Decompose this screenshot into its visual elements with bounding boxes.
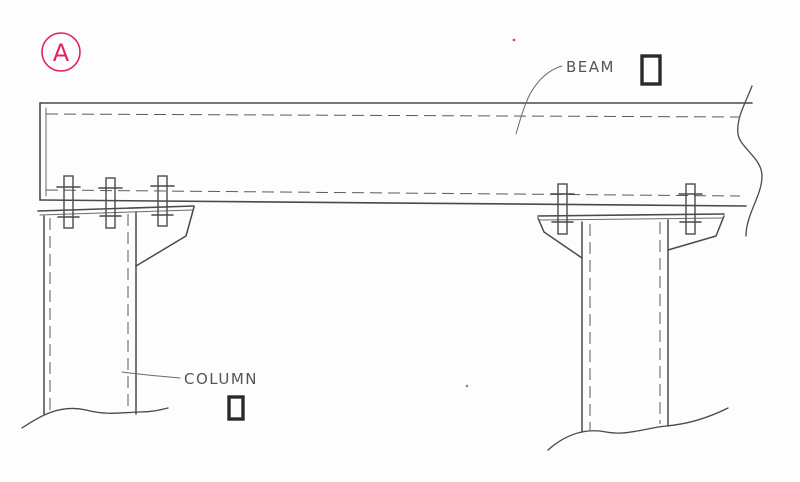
column-section-tag [227, 395, 245, 421]
sheet-mark-circle [41, 32, 81, 72]
bolt-shank [63, 175, 74, 229]
beam-label: BEAM [566, 58, 615, 76]
sheet-mark: A [41, 32, 81, 72]
pencil-speck [512, 38, 516, 42]
bolt [550, 183, 575, 235]
right-bolt-group [550, 183, 703, 235]
beam-section-tag [640, 54, 662, 86]
beam-bottom-hidden-line [45, 189, 741, 197]
right-cap-plate-top [537, 213, 725, 217]
left-column [21, 205, 195, 429]
left-bolt-group [56, 175, 175, 229]
column-label: COLUMN [184, 370, 258, 388]
bolt-shank [685, 183, 696, 235]
left-column-break-line [21, 407, 169, 429]
bolt-shank [157, 175, 168, 227]
pencil-speck [465, 384, 469, 388]
beam-top-hidden-line [45, 113, 741, 118]
column-callout: COLUMN [121, 370, 258, 421]
column-leader-line [121, 371, 181, 379]
right-cap-plate-bottom [539, 217, 723, 221]
bolt [150, 175, 175, 227]
right-column-break-line [547, 407, 729, 451]
left-column-stiffener [135, 206, 195, 267]
beam-leader-line [515, 65, 563, 135]
bolt [56, 175, 81, 229]
right-column-right-stiffener [667, 215, 725, 251]
beam-callout: BEAM [515, 54, 662, 135]
beam-break-line [737, 85, 763, 237]
bolt [678, 183, 703, 235]
bolt [98, 177, 123, 229]
right-column [537, 213, 729, 451]
bolt-shank [557, 183, 568, 235]
sheet-mark-letter: A [53, 39, 70, 67]
right-column-left-stiffener [537, 217, 583, 259]
bolt-shank [105, 177, 116, 229]
beam-bottom-flange [39, 199, 747, 207]
beam [39, 85, 763, 237]
